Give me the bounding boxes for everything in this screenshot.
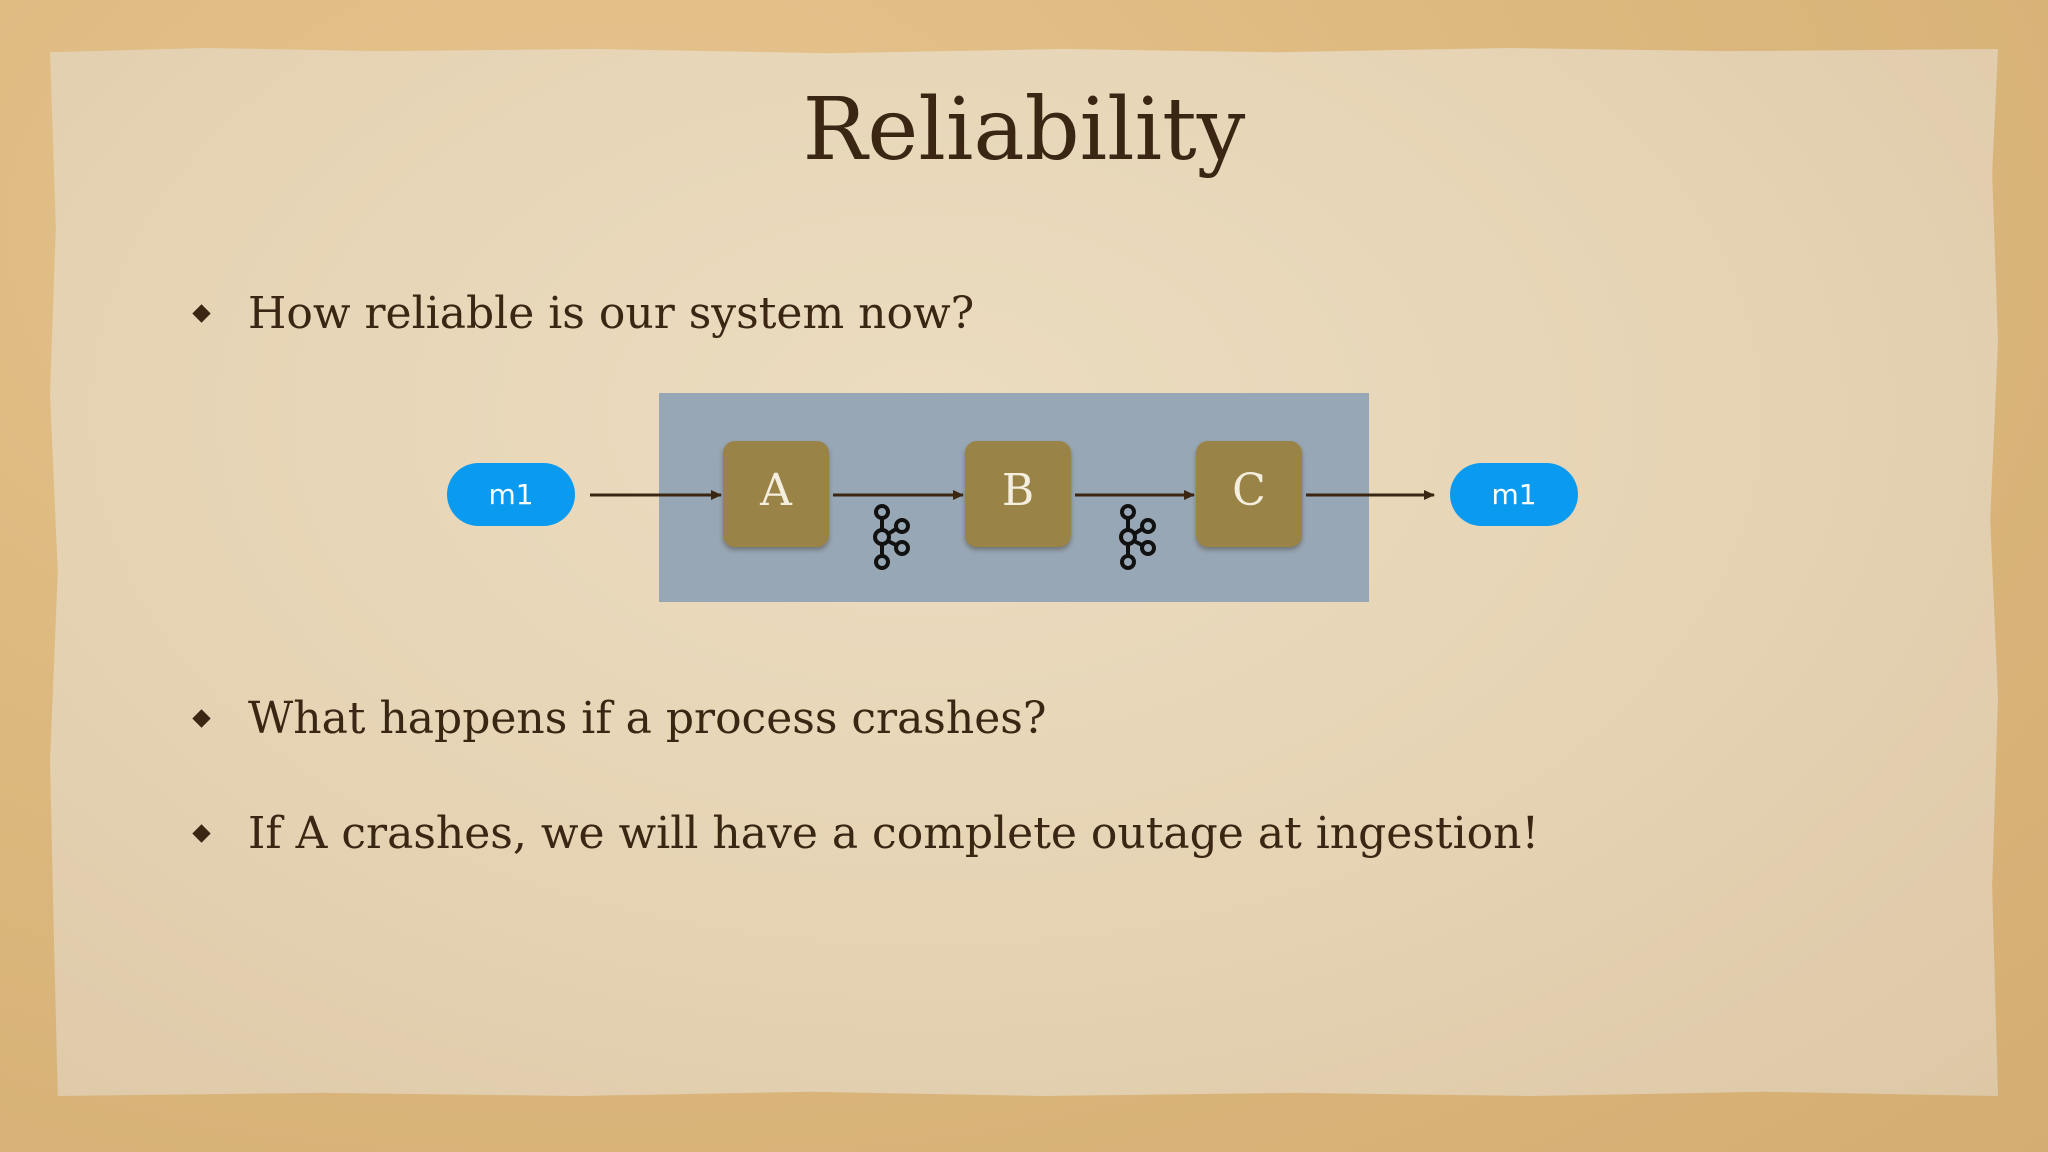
kafka-icon [1119,504,1156,570]
bullet-text-3: If A crashes, we will have a complete ou… [248,808,1540,859]
process-node-b: B [965,441,1071,547]
bullet-diamond-icon [192,709,211,728]
bullet-diamond-icon [192,824,211,843]
bullet-item-2: What happens if a process crashes? [192,693,1047,744]
output-message-pill: m1 [1450,463,1578,526]
kafka-icon [873,504,910,570]
process-node-a: A [723,441,829,547]
bullet-item-3: If A crashes, we will have a complete ou… [192,808,1540,859]
bullet-item-1: How reliable is our system now? [192,288,975,339]
process-node-c: C [1196,441,1302,547]
bullet-text-2: What happens if a process crashes? [248,693,1047,744]
input-message-pill: m1 [447,463,575,526]
slide-title: Reliability [802,80,1246,180]
bullet-text-1: How reliable is our system now? [248,288,975,339]
